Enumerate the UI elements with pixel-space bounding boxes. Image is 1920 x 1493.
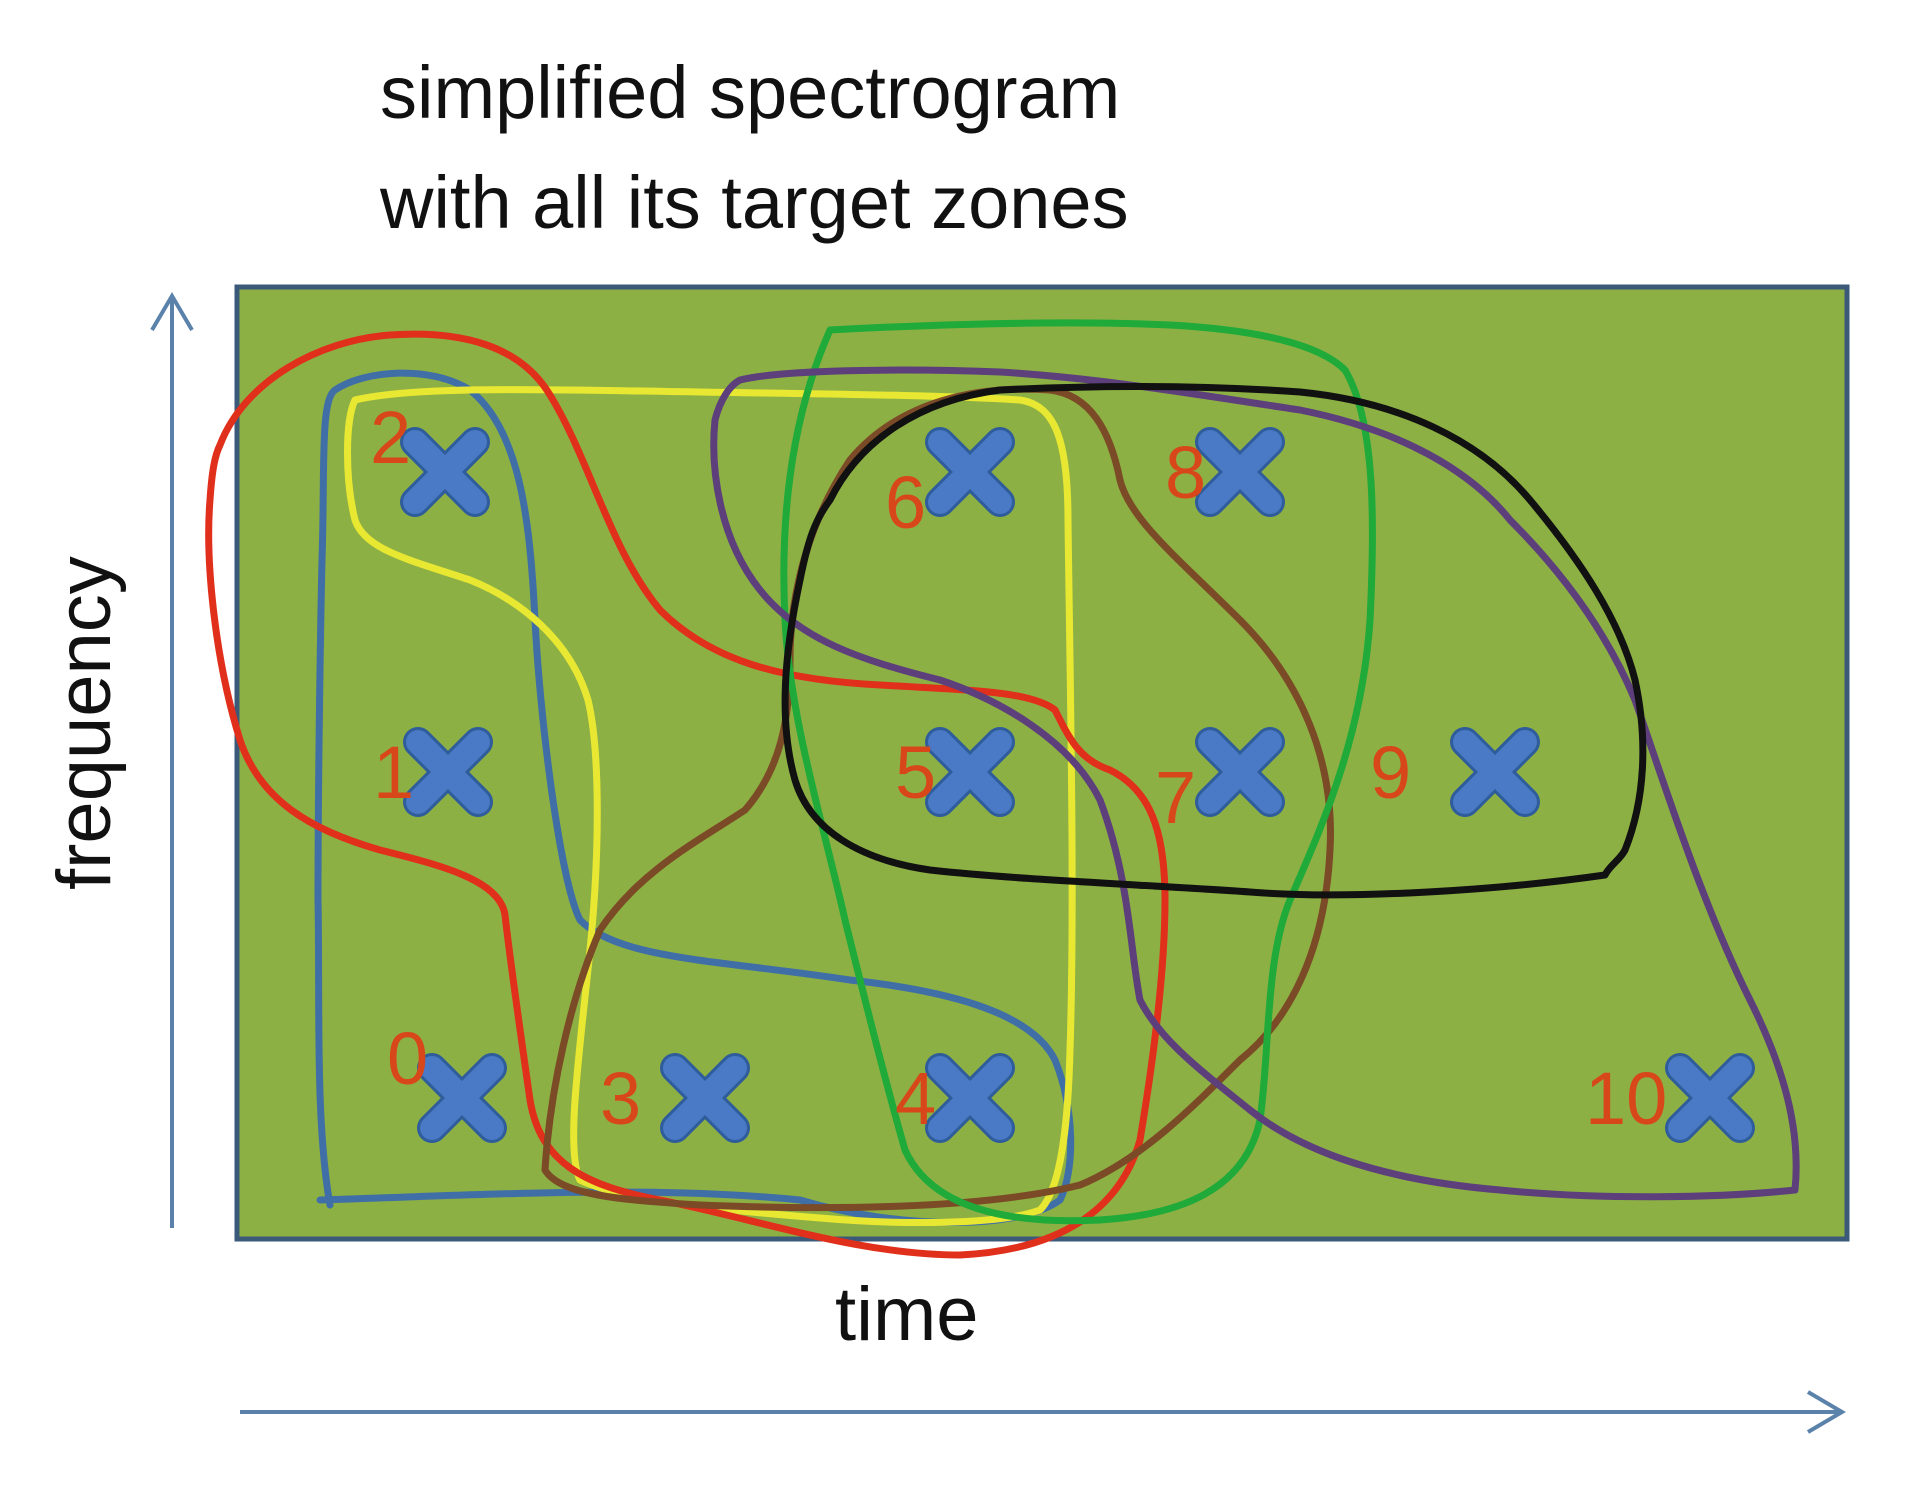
cross-marker-fill	[663, 1056, 747, 1140]
point-label: 5	[895, 731, 936, 814]
point-label: 7	[1155, 756, 1196, 839]
cross-marker-icon	[1450, 727, 1540, 817]
cross-marker-fill	[406, 730, 490, 814]
frequency-axis-label: frequency	[42, 556, 127, 890]
point-label: 1	[373, 731, 414, 814]
target-zone-red	[205, 330, 1169, 1259]
cross-marker-fill	[1198, 430, 1282, 514]
frequency-axis-arrowhead	[150, 292, 194, 332]
point-1: 1	[373, 727, 493, 817]
point-0: 0	[387, 1017, 507, 1143]
point-label: 2	[370, 396, 411, 479]
target-zone-black	[781, 382, 1647, 899]
cross-marker-icon	[417, 1053, 507, 1143]
point-10: 10	[1585, 1053, 1755, 1143]
title-line-2: with all its target zones	[379, 161, 1129, 244]
cross-marker-fill	[1668, 1056, 1752, 1140]
cross-marker-icon	[1665, 1053, 1755, 1143]
point-9: 9	[1370, 727, 1540, 817]
cross-marker-fill	[928, 430, 1012, 514]
point-2: 2	[370, 396, 490, 517]
time-axis	[240, 1390, 1846, 1434]
cross-marker-fill	[1198, 730, 1282, 814]
cross-marker-icon	[925, 427, 1015, 517]
point-3: 3	[600, 1053, 750, 1143]
cross-marker-icon	[925, 1053, 1015, 1143]
cross-marker-fill	[928, 1056, 1012, 1140]
point-label: 9	[1370, 731, 1411, 814]
point-6: 6	[885, 427, 1015, 544]
title-line-1: simplified spectrogram	[380, 51, 1120, 134]
point-4: 4	[895, 1053, 1015, 1143]
point-label: 6	[885, 461, 926, 544]
point-label: 3	[600, 1057, 641, 1140]
cross-marker-fill	[1453, 730, 1537, 814]
point-7: 7	[1155, 727, 1285, 839]
cross-marker-icon	[403, 727, 493, 817]
point-label: 8	[1165, 431, 1206, 514]
cross-marker-icon	[660, 1053, 750, 1143]
cross-marker-fill	[420, 1056, 504, 1140]
cross-marker-fill	[928, 730, 1012, 814]
target-zone-brown	[541, 385, 1334, 1212]
point-8: 8	[1165, 427, 1285, 517]
target-zone-purple	[710, 366, 1800, 1201]
point-label: 4	[895, 1057, 936, 1140]
cross-marker-icon	[925, 727, 1015, 817]
cross-marker-icon	[1195, 727, 1285, 817]
point-5: 5	[895, 727, 1015, 817]
cross-marker-icon	[1195, 427, 1285, 517]
points-layer: 0 1 2 3 4 5 6 7 8 9 10	[370, 396, 1755, 1143]
point-label: 0	[387, 1017, 428, 1100]
frequency-axis	[150, 292, 194, 1228]
time-axis-arrowhead	[1806, 1390, 1846, 1434]
time-axis-label: time	[835, 1272, 979, 1357]
cross-marker-fill	[403, 430, 487, 514]
point-label: 10	[1585, 1057, 1667, 1140]
cross-marker-icon	[400, 427, 490, 517]
target-zones	[205, 319, 1800, 1259]
